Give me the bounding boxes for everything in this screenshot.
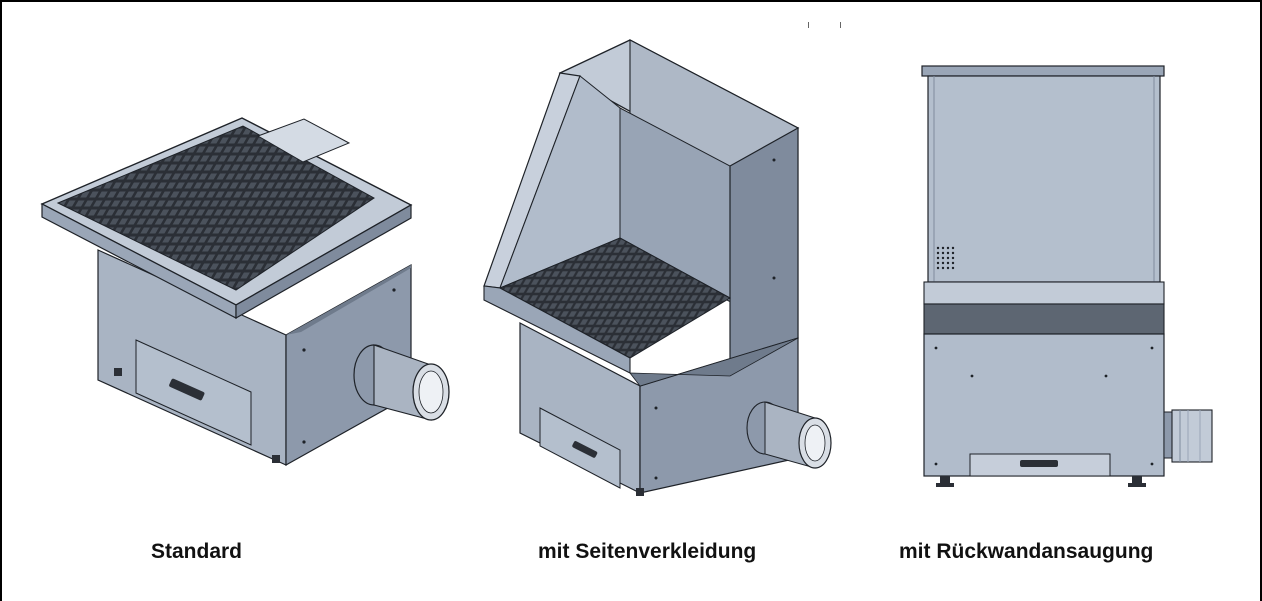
caption-side-panels: mit Seitenverkleidung [538, 540, 757, 563]
stray-mark [840, 22, 841, 28]
handle [572, 441, 598, 458]
caption-back-suction: mit Rückwandansaugung [899, 540, 1154, 563]
work-surface-edge [923, 281, 1165, 305]
standard-table-illustration [40, 117, 450, 467]
tabletop-side-edge [235, 203, 412, 320]
body-front-panel [923, 333, 1165, 477]
stray-mark [808, 22, 809, 28]
side-panel-table-illustration [483, 39, 832, 496]
caption-standard: Standard [151, 540, 243, 563]
foot [1132, 476, 1142, 484]
right-side-panel [729, 126, 799, 378]
suction-holes [936, 246, 955, 270]
back-wall [927, 75, 1161, 283]
dark-band [923, 303, 1165, 335]
foot [940, 476, 950, 484]
duct-connector [1171, 409, 1213, 463]
label-plate [256, 118, 351, 163]
handle [169, 378, 205, 401]
suction-grid [56, 125, 375, 291]
foot [636, 488, 644, 496]
foot [114, 368, 122, 376]
foot [272, 455, 280, 463]
work-surface-edge [483, 285, 631, 374]
top-cap [921, 65, 1165, 77]
handle [1020, 460, 1058, 467]
back-suction-table-illustration [921, 65, 1213, 487]
